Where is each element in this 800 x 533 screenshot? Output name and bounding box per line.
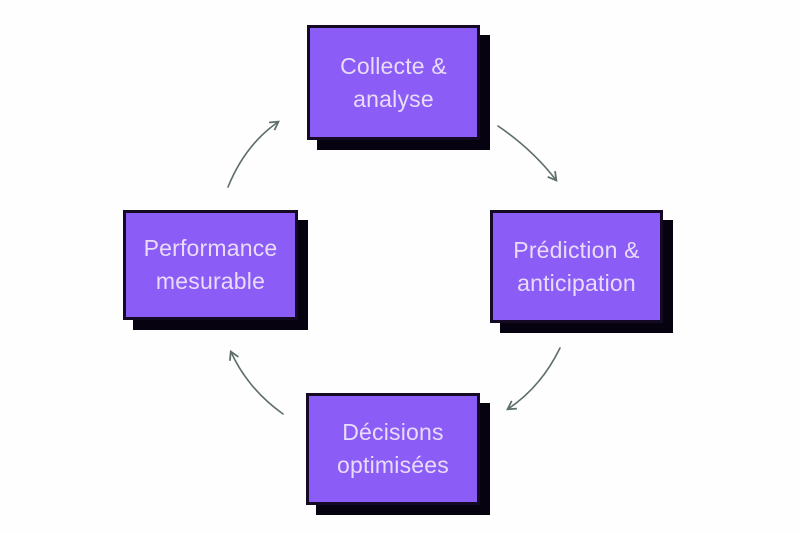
node-decisions-optimisees: Décisions optimisées [306, 393, 480, 505]
node-label-line: anticipation [517, 269, 636, 296]
arrow-collecte-to-prediction [497, 125, 558, 182]
node-prediction-anticipation: Prédiction & anticipation [490, 210, 663, 323]
node-collecte-analyse: Collecte & analyse [307, 25, 480, 140]
node-label-line: Performance [143, 235, 278, 262]
node-performance-mesurable: Performance mesurable [123, 210, 298, 320]
node-label-line: mesurable [155, 268, 266, 294]
arrow-prediction-to-decisions [506, 347, 561, 411]
node-label-line: analyse [353, 85, 434, 112]
node-label-line: Collecte & [340, 52, 447, 79]
node-label-line: optimisées [337, 452, 449, 478]
arrow-decisions-to-performance [229, 349, 284, 415]
node-label-line: Décisions [342, 419, 444, 446]
node-label-line: Prédiction & [513, 236, 640, 263]
arrow-performance-to-collecte [227, 120, 280, 188]
